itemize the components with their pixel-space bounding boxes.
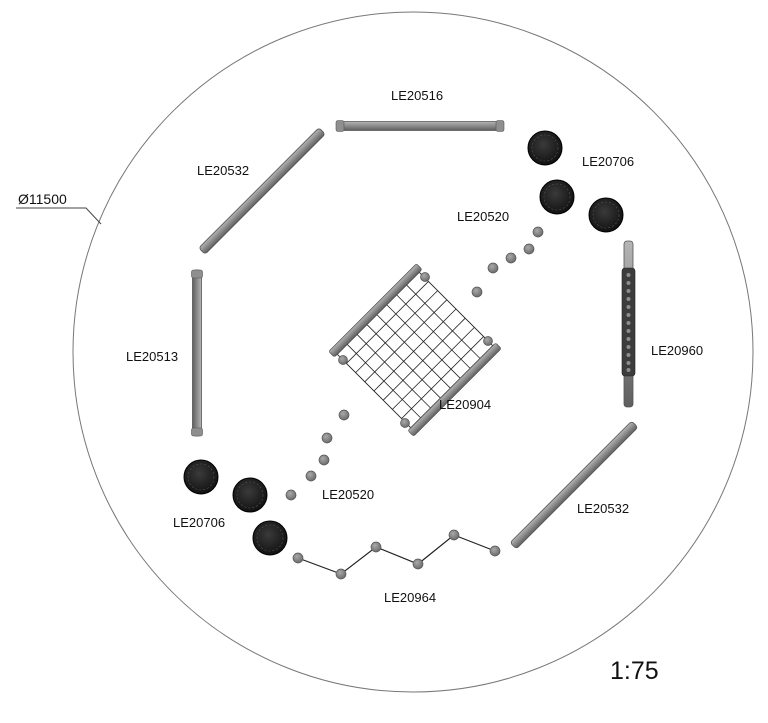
climbing-wall — [621, 240, 636, 408]
rope-post — [370, 541, 382, 553]
label-posts-upper-right: LE20706 — [582, 154, 634, 169]
stepping-stone — [338, 409, 350, 421]
post — [539, 179, 575, 215]
net-anchor — [338, 355, 348, 365]
rope-post — [335, 568, 347, 580]
stepping-stone — [305, 470, 317, 482]
stepping-stone — [285, 489, 297, 501]
beam-lower-right — [510, 421, 638, 549]
stepping-stone — [321, 432, 333, 444]
post — [252, 520, 288, 556]
stepping-stone — [523, 243, 535, 255]
net-anchor — [420, 272, 430, 282]
label-stepping-lower: LE20520 — [322, 487, 374, 502]
net-anchor — [483, 336, 493, 346]
rope-post — [448, 529, 460, 541]
boundary-circle — [72, 11, 754, 693]
net-anchor — [400, 418, 410, 428]
beam-left — [191, 269, 203, 437]
stepping-stone — [471, 286, 483, 298]
post — [183, 459, 219, 495]
net-bridge — [329, 264, 501, 436]
stepping-stone — [505, 252, 517, 264]
beam-upper-left — [199, 128, 325, 254]
rope-post — [489, 545, 501, 557]
label-beam-lower-right: LE20532 — [577, 501, 629, 516]
post — [232, 477, 268, 513]
stepping-stone — [318, 454, 330, 466]
beam-top — [335, 120, 505, 132]
label-climbing-wall: LE20960 — [651, 343, 703, 358]
stepping-stone — [532, 226, 544, 238]
label-beam-top: LE20516 — [391, 88, 443, 103]
label-stepping-upper: LE20520 — [457, 209, 509, 224]
label-beam-upper-left: LE20532 — [197, 163, 249, 178]
rope-post — [412, 558, 424, 570]
diameter-label: Ø11500 — [18, 191, 67, 207]
rope-line — [297, 534, 496, 575]
label-beam-left: LE20513 — [126, 349, 178, 364]
stepping-stone — [487, 262, 499, 274]
rope-post — [292, 552, 304, 564]
post — [588, 197, 624, 233]
scale-label: 1:75 — [610, 657, 659, 685]
label-net-bridge: LE20904 — [439, 397, 491, 412]
post — [527, 130, 563, 166]
label-rope-zigzag: LE20964 — [384, 590, 436, 605]
label-posts-lower-left: LE20706 — [173, 515, 225, 530]
diameter-leader — [16, 207, 102, 225]
